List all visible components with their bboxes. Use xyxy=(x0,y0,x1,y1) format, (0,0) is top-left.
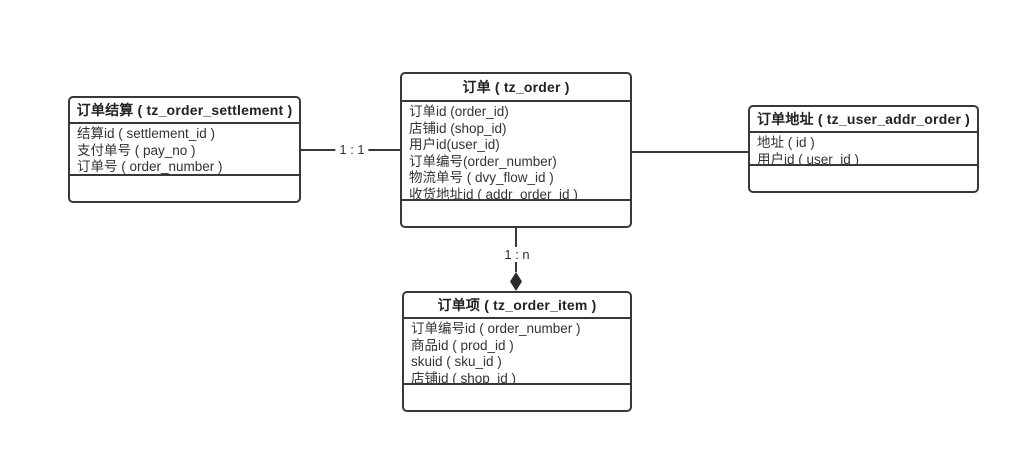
entity-order-settlement-title: 订单结算 ( tz_order_settlement ) xyxy=(70,98,299,124)
entity-order[interactable]: 订单 ( tz_order ) 订单id (order_id) 店铺id (sh… xyxy=(400,72,632,228)
field-row: 店铺id ( shop_id ) xyxy=(411,370,517,385)
field-row: 用户id ( user_id ) xyxy=(757,151,860,166)
entity-user-addr-order-title: 订单地址 ( tz_user_addr_order ) xyxy=(750,107,977,133)
relation-label-one-to-many: 1 : n xyxy=(500,247,534,262)
field-row: 收货地址id ( addr_order_id ) xyxy=(409,186,578,201)
entity-empty-compartment xyxy=(404,385,630,410)
entity-order-fields: 订单id (order_id) 店铺id (shop_id) 用户id(user… xyxy=(402,102,630,201)
entity-order-settlement-fields: 结算id ( settlement_id ) 支付单号 ( pay_no ) 订… xyxy=(70,124,299,176)
entity-order-item-title: 订单项 ( tz_order_item ) xyxy=(404,293,630,319)
entity-user-addr-order-fields: 地址 ( id ) 用户id ( user_id ) xyxy=(750,133,977,166)
field-row: 订单编号(order_number) xyxy=(409,153,557,169)
diamond-arrowhead-icon xyxy=(510,272,522,291)
field-row: 商品id ( prod_id ) xyxy=(411,337,514,353)
field-row: skuid ( sku_id ) xyxy=(411,354,502,369)
entity-empty-compartment xyxy=(402,201,630,226)
relation-label-one-to-one: 1 : 1 xyxy=(335,142,369,157)
field-row: 用户id(user_id) xyxy=(409,137,500,152)
entity-empty-compartment xyxy=(70,176,299,201)
entity-user-addr-order[interactable]: 订单地址 ( tz_user_addr_order ) 地址 ( id ) 用户… xyxy=(748,105,979,193)
field-row: 结算id ( settlement_id ) xyxy=(77,126,216,141)
entity-order-settlement[interactable]: 订单结算 ( tz_order_settlement ) 结算id ( sett… xyxy=(68,96,301,203)
field-row: 店铺id (shop_id) xyxy=(409,120,507,136)
entity-empty-compartment xyxy=(750,166,977,191)
field-row: 支付单号 ( pay_no ) xyxy=(77,142,196,158)
field-row: 订单号 ( order_number ) xyxy=(77,159,223,174)
field-row: 订单id (order_id) xyxy=(409,104,509,119)
entity-order-title: 订单 ( tz_order ) xyxy=(402,74,630,102)
field-row: 物流单号 ( dvy_flow_id ) xyxy=(409,170,554,185)
entity-order-item[interactable]: 订单项 ( tz_order_item ) 订单编号id ( order_num… xyxy=(402,291,632,412)
field-row: 地址 ( id ) xyxy=(757,135,815,150)
field-row: 订单编号id ( order_number ) xyxy=(411,321,581,336)
connector-order-address xyxy=(632,151,748,153)
entity-order-item-fields: 订单编号id ( order_number ) 商品id ( prod_id )… xyxy=(404,319,630,385)
